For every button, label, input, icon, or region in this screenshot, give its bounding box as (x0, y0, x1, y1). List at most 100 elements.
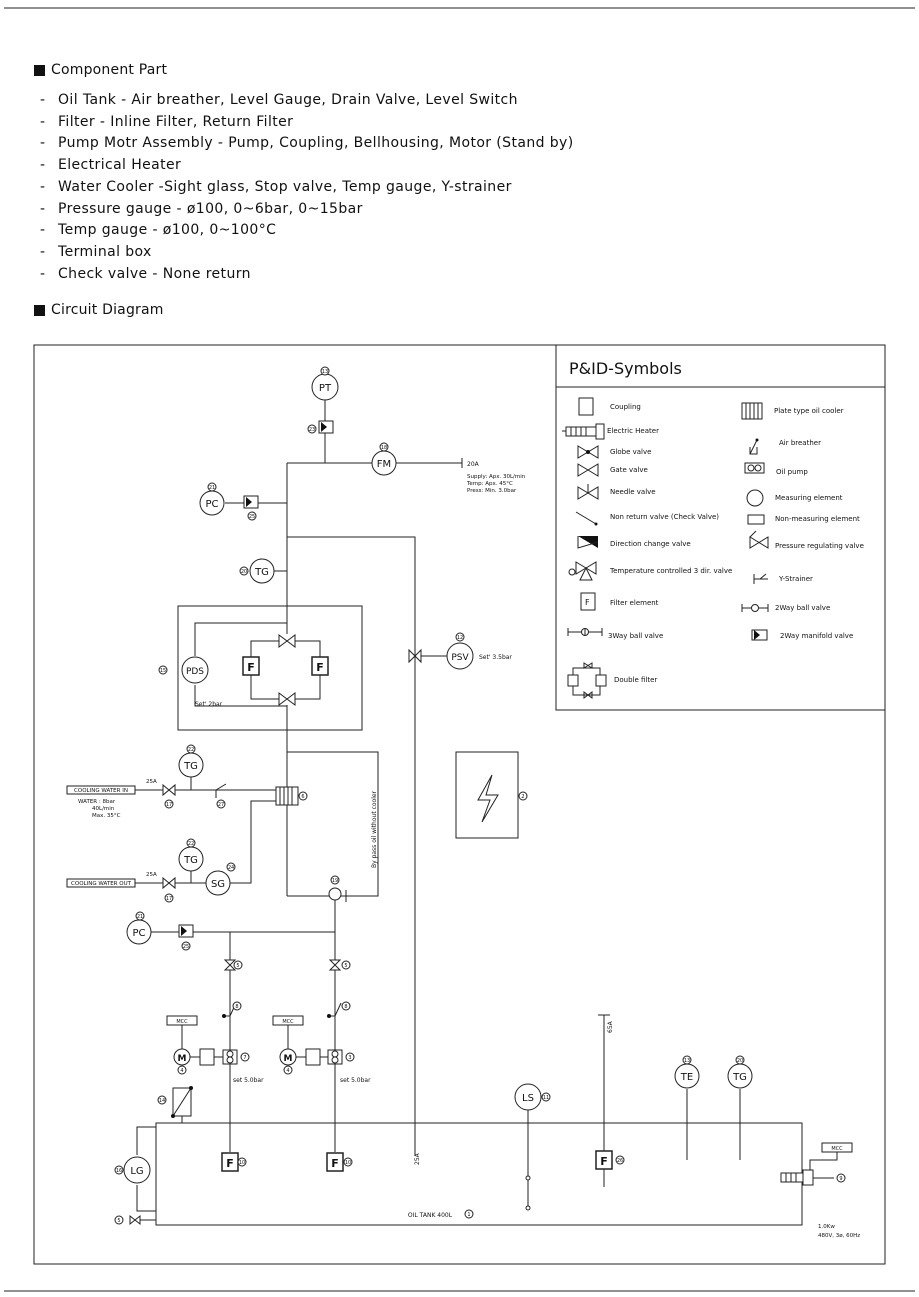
tag-bubble (232, 1001, 242, 1011)
tag-bubble (341, 1001, 351, 1011)
coupling-icon (305, 1048, 321, 1066)
y-strainer-symbol-icon (753, 573, 768, 584)
component-heading: Component Part (34, 62, 574, 78)
pipe-size-label: 25A (146, 872, 157, 878)
tag-bubble (114, 1215, 124, 1225)
tag-label: 9 (839, 1176, 842, 1182)
bypass-label: By pass oil without cooler (371, 790, 378, 868)
filter-element-left (242, 656, 260, 676)
list-item: -Electrical Heater (40, 157, 182, 174)
water-spec-label: WATER : 8bar (78, 799, 116, 805)
circuit-heading-label: Circuit Diagram (51, 302, 164, 318)
three-way-valve-bottom-icon (278, 692, 296, 706)
square-bullet-icon (34, 304, 45, 316)
filter-label: F (316, 661, 324, 674)
tag-bubble (379, 442, 389, 452)
tag-label: 15 (160, 668, 166, 674)
te-label: TE (680, 1072, 693, 1083)
tag-bubble (836, 1173, 846, 1183)
relief-valve-icon (408, 648, 422, 664)
legend-label: Direction change valve (610, 540, 691, 548)
ball-valve-icon (223, 959, 237, 971)
electrical-lightning-icon (477, 774, 499, 823)
sight-glass (205, 870, 231, 896)
tag-label: 6 (301, 794, 304, 800)
tg-mid-label: TG (254, 567, 269, 578)
tag-label: 21 (209, 485, 215, 491)
tag-label: 11 (543, 1095, 549, 1101)
tag-label: 25 (249, 514, 255, 520)
pc-bottom-label: PC (132, 928, 145, 939)
tag-label: 10 (239, 1160, 245, 1166)
tag-label: 21 (137, 914, 143, 920)
tag-bubble (207, 482, 217, 492)
flow-temp-label: Temp: Apx. 45°C (466, 481, 513, 487)
sg-label: SG (211, 879, 225, 890)
non-measuring-element-symbol-icon (747, 514, 765, 525)
flow-supply-label: Supply: Apx. 30L/min (467, 474, 526, 480)
legend-label: Non-measuring element (775, 515, 860, 523)
legend-label: Electric Heater (607, 427, 659, 435)
tag-label: 26 (617, 1158, 623, 1164)
2way-manifold-valve-symbol-icon (751, 629, 768, 641)
legend-label: Y-Strainer (778, 575, 813, 583)
cooling-out-label: COOLING WATER OUT (71, 881, 132, 887)
tag-label: 3 (348, 1055, 351, 1061)
list-item: -Water Cooler -Sight glass, Stop valve, … (40, 178, 512, 195)
ball-valve-icon (328, 959, 342, 971)
diagram-frame (33, 344, 886, 1265)
pds-lines (194, 622, 287, 707)
tag-bubble (233, 960, 243, 970)
legend-label: Non return valve (Check Valve) (610, 513, 719, 521)
tag-bubble (343, 1157, 353, 1167)
filter-loop-line (250, 640, 321, 700)
pipe-size-label: 25A (146, 779, 157, 785)
square-bullet-icon (34, 64, 45, 76)
2way-ball-valve-symbol-icon (741, 604, 769, 612)
temperature-gauge (249, 558, 275, 584)
pc-top-label: PC (205, 499, 218, 510)
direction-change-valve-symbol-icon (577, 536, 599, 549)
tag-bubble (247, 511, 257, 521)
lg-label: LG (130, 1166, 143, 1177)
needle-valve-symbol-icon (577, 484, 599, 500)
double-filter-assembly (177, 605, 363, 731)
tag-bubble (181, 941, 191, 951)
component-list: -Oil Tank - Air breather, Level Gauge, D… (40, 90, 574, 285)
measuring-element-symbol-icon (746, 489, 764, 507)
level-gauge (123, 1156, 151, 1184)
list-item: -Pump Motr Assembly - Pump, Coupling, Be… (40, 135, 574, 152)
y-strainer-icon (215, 783, 227, 798)
legend-label: Plate type oil cooler (774, 407, 844, 415)
tag-bubble (177, 1065, 187, 1075)
tg-cool1-label: TG (183, 761, 198, 772)
mcc-box (166, 1015, 198, 1026)
tag-bubble (298, 791, 308, 801)
circuit-heading: Circuit Diagram (34, 302, 164, 318)
oil-pump-symbol-icon (744, 462, 765, 474)
tag-label: 5 (344, 963, 347, 969)
tag-bubble (239, 566, 249, 576)
cooling-in-label: COOLING WATER IN (74, 788, 128, 794)
tg-tank-label: TG (732, 1072, 747, 1083)
tag-label: 12 (457, 635, 463, 641)
temperature-3way-valve (328, 887, 342, 901)
legend-label: Gate valve (610, 466, 648, 474)
legend-label: Globe valve (610, 448, 651, 456)
legend-label: 3Way ball valve (608, 632, 663, 640)
tag-label: 22 (188, 841, 194, 847)
tag-label: 23 (309, 427, 315, 433)
flow-press-label: Press: Min. 3.0bar (467, 488, 517, 494)
tag-label: 5 (236, 963, 239, 969)
coupling-icon (199, 1048, 215, 1066)
tag-bubble (158, 665, 168, 675)
list-item: -Filter - Inline Filter, Return Filter (40, 113, 294, 130)
oil-tank (155, 1122, 803, 1226)
tag-label: 17 (166, 802, 172, 808)
legend-label: Temperature controlled 3 dir. valve (609, 567, 732, 575)
tag-bubble (735, 1055, 745, 1065)
filter-element-symbol-icon: F (580, 592, 596, 611)
pds-label: PDS (186, 667, 204, 677)
tag-label: 24 (228, 865, 234, 871)
